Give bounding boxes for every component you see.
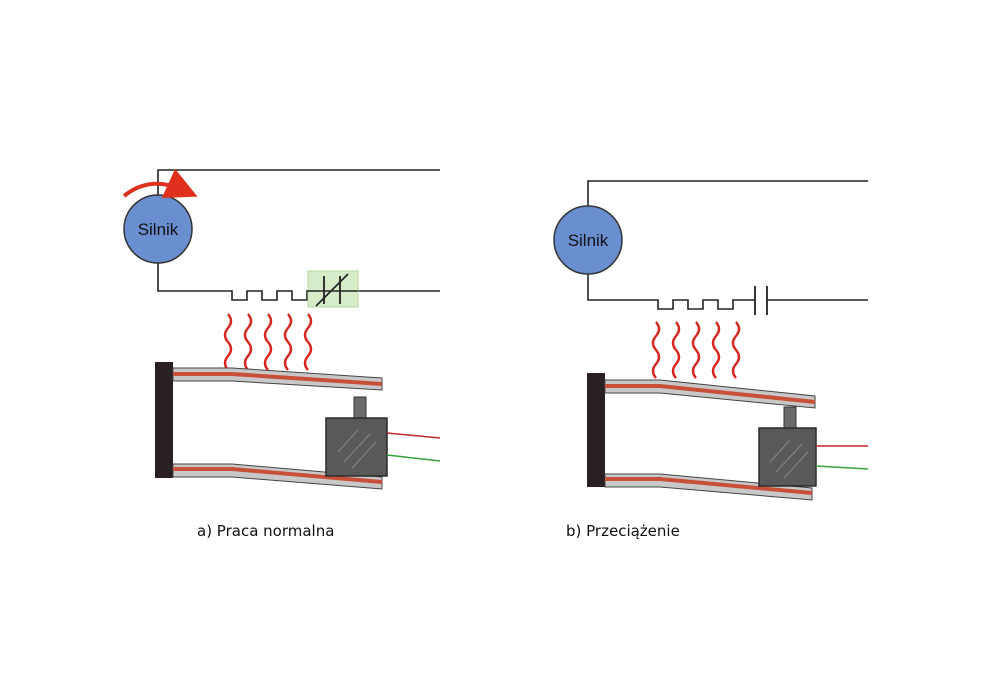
switch-housing-b: [758, 427, 817, 487]
heat-wave-icon: [283, 313, 293, 371]
mounting-wall-b: [587, 373, 605, 487]
panel-b: Silnik: [553, 180, 869, 501]
motor-label-a: Silnik: [138, 220, 179, 239]
heat-wave-icon: [303, 313, 313, 371]
switch-housing-a: [325, 417, 388, 477]
red-lead-a: [386, 432, 441, 439]
motor-b: [553, 205, 623, 275]
bimetal-assembly-b: [587, 373, 869, 501]
heat-wave-icon: [691, 321, 701, 379]
mounting-wall-a: [155, 362, 173, 478]
caption-overload: b) Przeciążenie: [566, 522, 680, 540]
heat-wave-icon: [263, 313, 273, 371]
green-lead-a: [386, 454, 441, 462]
heat-waves-a: [223, 313, 313, 371]
bottom-wire-a: [157, 262, 440, 301]
switch-plunger-a: [353, 396, 367, 420]
heat-wave-icon: [671, 321, 681, 379]
motor-a: [123, 194, 193, 264]
caption-normal-operation: a) Praca normalna: [197, 522, 335, 540]
heat-wave-icon: [651, 321, 661, 379]
panel-a: Silnik: [122, 168, 441, 490]
heat-wave-icon: [711, 321, 721, 379]
motor-label-b: Silnik: [568, 231, 609, 250]
contact-open-b: [754, 286, 768, 315]
top-wire-b: [587, 180, 868, 208]
rotation-arrow-icon: [122, 168, 198, 198]
bottom-wire-b: [587, 272, 755, 310]
bimetal-assembly-a: [155, 362, 441, 490]
green-lead-b: [815, 465, 869, 470]
circuit-a: [157, 169, 440, 301]
heat-waves-b: [651, 321, 741, 379]
switch-plunger-b: [783, 406, 797, 430]
heat-wave-icon: [223, 313, 233, 371]
heat-wave-icon: [731, 321, 741, 379]
top-wire-a: [157, 169, 440, 198]
heat-wave-icon: [243, 313, 253, 371]
contact-closed-a: [307, 270, 359, 308]
circuit-b: [587, 180, 868, 310]
